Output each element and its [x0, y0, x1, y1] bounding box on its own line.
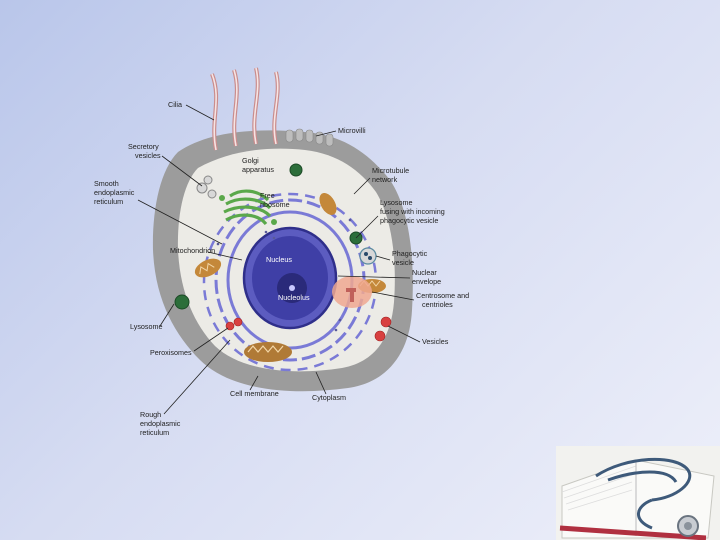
vesicles [225, 316, 392, 342]
label-lysosome-fusing-1: Lysosome [380, 198, 413, 207]
label-cytoplasm: Cytoplasm [312, 393, 346, 402]
cell-diagram: Cilia Microvilli Secretory vesicles Golg… [94, 67, 469, 437]
microvilli [285, 128, 334, 147]
secretory-vesicles [196, 175, 217, 199]
label-free-ribosome-2: ribosome [260, 200, 290, 209]
label-centrosome-2: centrioles [422, 300, 453, 309]
golgi-apparatus [223, 189, 272, 226]
label-phagocytic-1: Phagocytic [392, 249, 428, 258]
label-smooth-er-3: reticulum [94, 197, 123, 206]
label-nuclear-envelope-1: Nuclear [412, 268, 437, 277]
label-nuclear-envelope-2: envelope [412, 277, 441, 286]
label-peroxisomes: Peroxisomes [150, 348, 192, 357]
free-ribosomes [216, 218, 352, 332]
label-nucleolus: Nucleolus [278, 293, 310, 302]
label-cell-membrane: Cell membrane [230, 389, 279, 398]
label-secretory-1: Secretory [128, 142, 159, 151]
label-microtubule-1: Microtubule [372, 166, 409, 175]
phagocytic-vesicle [359, 247, 377, 265]
label-nucleus: Nucleus [266, 255, 292, 264]
stethoscope-photo [556, 446, 720, 540]
label-rough-er-1: Rough [140, 410, 161, 419]
label-lysosome-fusing-3: phagocytic vesicle [380, 216, 438, 225]
leader-lines [137, 104, 421, 415]
label-cilia: Cilia [168, 100, 182, 109]
label-phagocytic-2: vesicle [392, 258, 414, 267]
label-rough-er-2: endoplasmic [140, 419, 181, 428]
label-lysosome: Lysosome [130, 322, 163, 331]
label-golgi-2: apparatus [242, 165, 274, 174]
label-centrosome-1: Centrosome and [416, 291, 469, 300]
label-golgi-1: Golgi [242, 156, 259, 165]
stethoscope-icon [556, 446, 720, 540]
label-smooth-er-1: Smooth [94, 179, 119, 188]
label-secretory-2: vesicles [135, 151, 161, 160]
label-smooth-er-2: endoplasmic [94, 188, 135, 197]
label-microvilli: Microvilli [338, 126, 366, 135]
label-microtubule-2: network [372, 175, 398, 184]
label-free-ribosome-1: Free [260, 191, 275, 200]
label-mitochondrion: Mitochondrion [170, 246, 215, 255]
label-lysosome-fusing-2: fusing with incoming [380, 207, 445, 216]
label-vesicles: Vesicles [422, 337, 449, 346]
label-rough-er-3: reticulum [140, 428, 169, 437]
lysosomes [174, 163, 363, 310]
